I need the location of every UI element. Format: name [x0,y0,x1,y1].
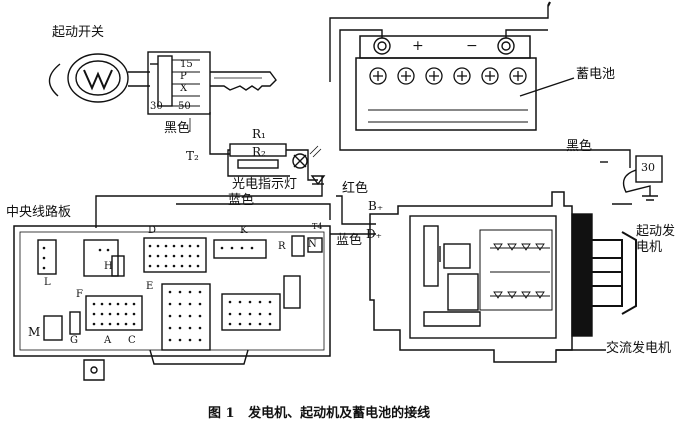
alternator-label: 交流发电机 [606,341,672,356]
b-plus-label: B₊ [368,199,384,213]
figure-title: 发电机、起动机及蓄电池的接线 [248,406,431,421]
alternator-icon [369,191,637,363]
board-letter-e: E [146,281,154,292]
black-wire-label-1: 黑色 [164,121,191,136]
ignition-switch-box [147,51,211,115]
board-letter-a: A [104,335,112,346]
minus-sign: − [466,38,478,54]
blue-wire-label-1: 蓝色 [228,193,255,208]
central-board [13,225,331,381]
r2-label: R₂ [252,145,266,159]
ignition-switch-label: 起动开关 [52,25,105,40]
terminal-15-label: 15 [180,59,193,70]
terminal-30-key-label: 30 [150,101,163,112]
starter-motor-label: 起动发 电机 [636,224,676,255]
board-letter-h: H [104,261,113,272]
figure-caption: 图 1 发电机、起动机及蓄电池的接线 [208,402,430,421]
board-letter-n: N [308,239,317,250]
board-letter-d: D [148,225,157,236]
photo-indicator-label: 光电指示灯 [232,177,298,192]
board-letter-m: M [28,325,41,339]
board-letter-l: L [44,277,51,288]
r1-label: R₁ [252,127,266,141]
terminal-30-label: 30 [641,161,655,174]
d-plus-label: D₊ [366,227,382,241]
black-wire-label-2: 黑色 [566,139,593,154]
board-letter-k: K [240,225,248,236]
board-letter-f: F [76,289,83,300]
board-letter-g: G [70,335,78,346]
red-wire-label: 红色 [342,181,369,196]
terminal-x-label: X [180,83,188,94]
key-icon [48,53,150,103]
battery-label: 蓄电池 [576,67,616,82]
figure-number: 图 1 [208,406,235,421]
terminal-p-label: P [180,71,187,82]
central-board-label: 中央线路板 [6,205,72,220]
t2-label: T₂ [186,149,199,163]
board-letter-t4: T4 [312,222,323,231]
blue-wire-label-2: 蓝色 [336,233,363,248]
plus-sign: + [412,38,424,54]
board-letter-r: R [278,241,286,252]
board-letter-c: C [128,335,136,346]
terminal-50-label: 50 [178,101,191,112]
key-blade [210,71,277,91]
battery-icon [355,35,537,131]
